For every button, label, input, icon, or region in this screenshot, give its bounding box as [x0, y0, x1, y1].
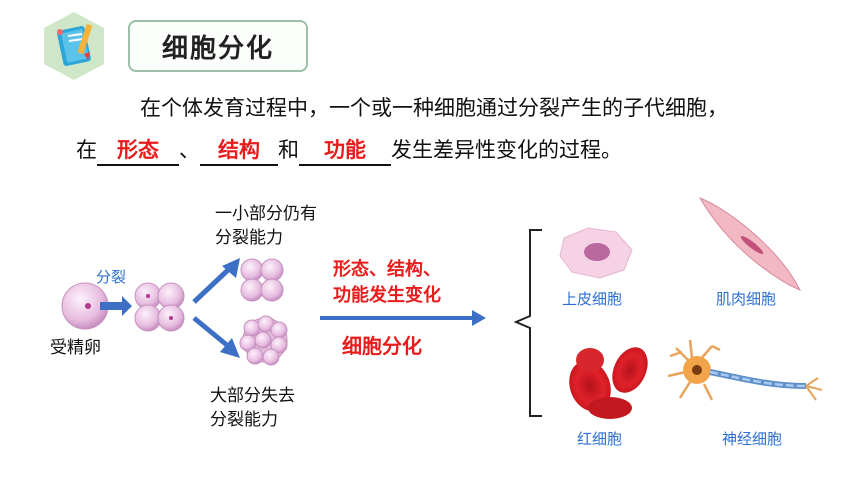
zygote-label: 受精卵 [50, 338, 101, 358]
division-label: 分裂 [96, 268, 127, 286]
definition-prefix: 在 [76, 138, 97, 162]
separator-2: 和 [278, 138, 299, 162]
separator-1: 、 [179, 138, 200, 162]
blank-form: 形态 [97, 136, 179, 166]
division-arrow [100, 296, 132, 316]
red-blood-cell-label: 红细胞 [577, 430, 623, 448]
lower-branch-label-2: 分裂能力 [210, 410, 278, 430]
change-label-2: 功能发生变化 [333, 285, 441, 306]
notebook-icon [44, 12, 104, 80]
differentiation-label: 细胞分化 [342, 334, 422, 358]
nerve-cell-label: 神经细胞 [722, 430, 783, 448]
change-label-1: 形态、结构、 [333, 259, 441, 280]
muscle-cell-image [698, 196, 802, 291]
nerve-cell-image [667, 339, 823, 401]
lower-branch-arrow [220, 338, 240, 358]
lower-branch-label-1: 大部分失去 [210, 386, 295, 406]
definition-suffix: 发生差异性变化的过程。 [391, 138, 622, 162]
dividing-cell-cluster [240, 258, 284, 302]
upper-branch-arrow [222, 258, 240, 278]
morula-cluster [239, 315, 288, 366]
upper-branch-label-1: 一小部分仍有 [215, 204, 317, 224]
muscle-cell-label: 肌肉细胞 [716, 290, 777, 308]
blank-structure: 结构 [200, 136, 278, 166]
blank-function: 功能 [299, 136, 391, 166]
cell-types-bracket [513, 229, 542, 417]
epithelial-cell-label: 上皮细胞 [562, 290, 623, 308]
definition-line-1: 在个体发育过程中，一个或一种细胞通过分裂产生的子代细胞， [140, 96, 728, 120]
red-blood-cell-image [569, 347, 648, 419]
upper-branch-label-2: 分裂能力 [215, 228, 283, 248]
differentiation-arrow [472, 310, 486, 326]
definition-line-2: 在形态、结构和功能发生差异性变化的过程。 [76, 132, 622, 168]
epithelial-cell-image [559, 227, 633, 279]
page-title: 细胞分化 [128, 20, 308, 72]
four-cell-stage [134, 282, 185, 332]
